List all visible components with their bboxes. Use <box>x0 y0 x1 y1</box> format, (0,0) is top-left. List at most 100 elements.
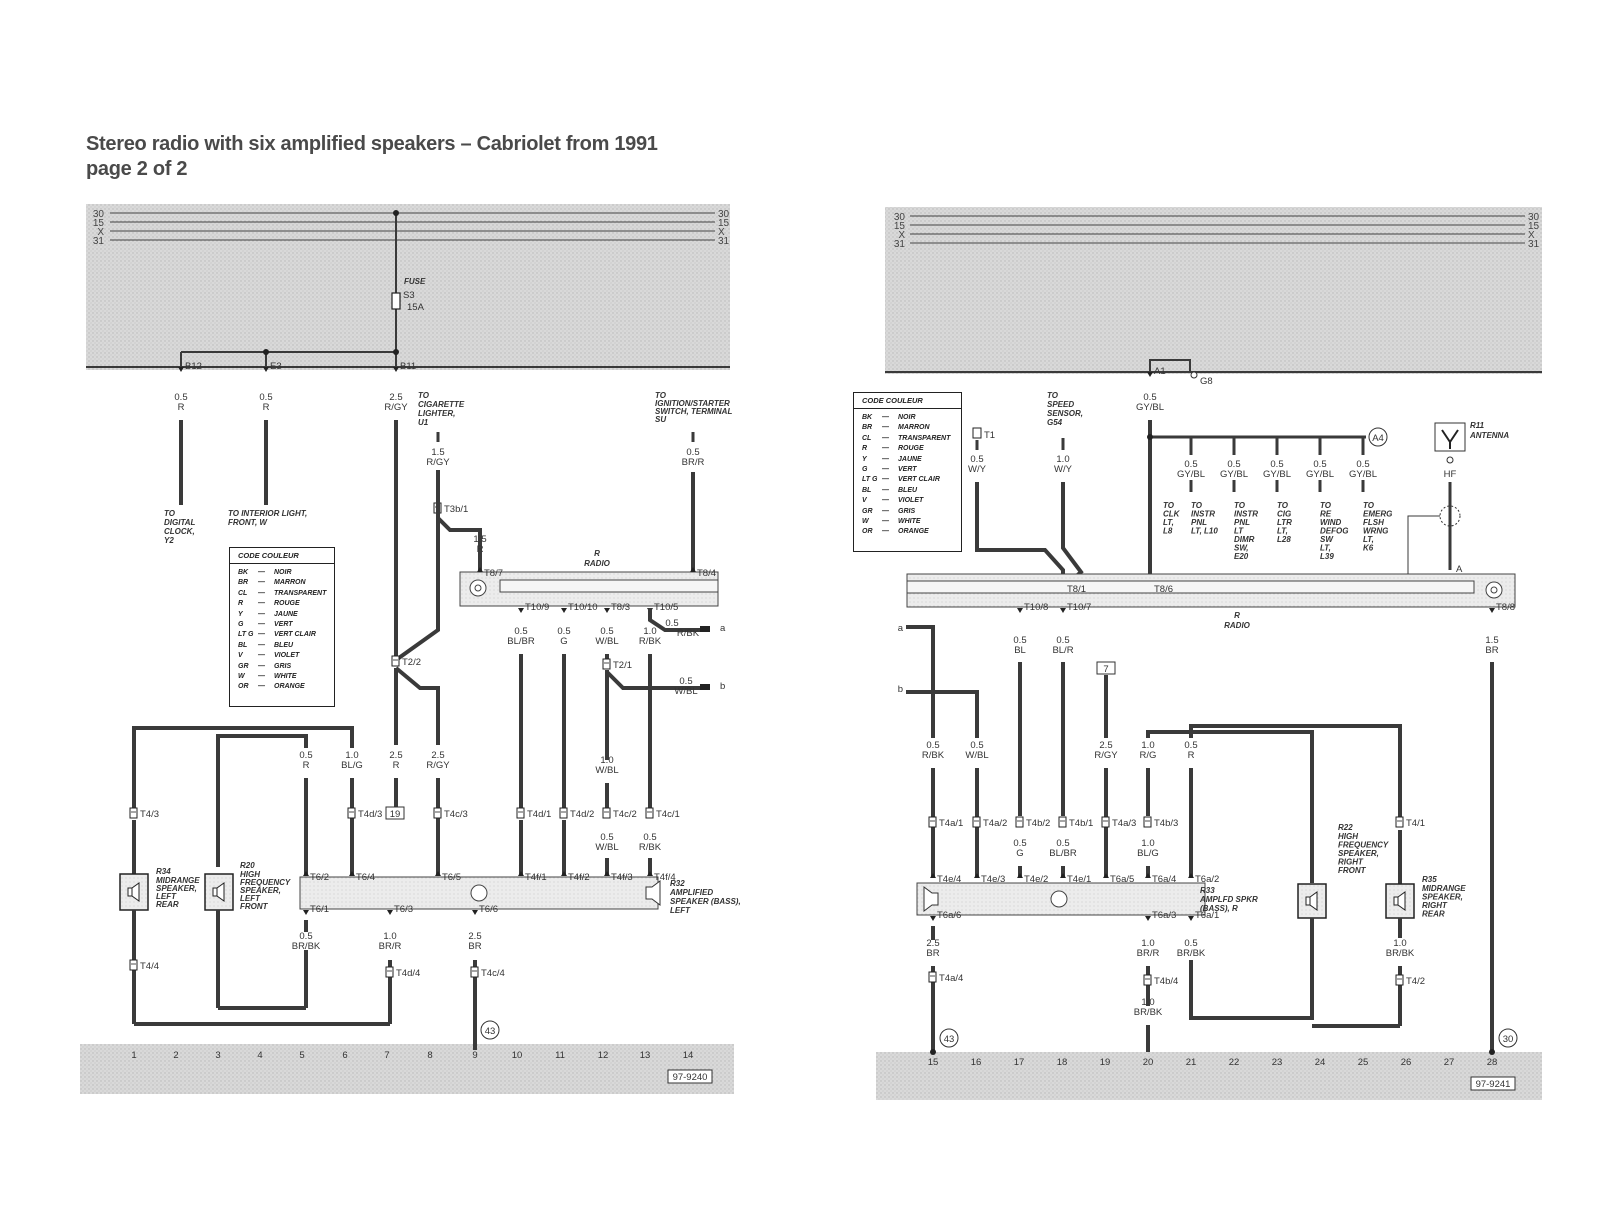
legend-dash: — <box>882 466 889 474</box>
label-line: DIMR <box>1234 535 1255 544</box>
label-line: FREQUENCY <box>1338 841 1389 850</box>
connector-label: T4a/3 <box>1112 818 1136 829</box>
ground-ref-circle <box>939 1028 959 1048</box>
label-line: SPEED <box>1047 400 1074 409</box>
destination-label: R20 <box>240 861 255 870</box>
wire <box>1189 724 1402 818</box>
wire-tag: a <box>898 623 904 634</box>
pin-arrow-icon <box>303 871 309 876</box>
wire <box>648 608 700 632</box>
pin-label: B11 <box>400 361 416 372</box>
wire <box>906 690 979 738</box>
pin-arrow-icon <box>604 871 610 876</box>
wire-size: 0.5 <box>1227 459 1240 470</box>
wire-size: 0.5 <box>679 676 692 687</box>
ground-number: 28 <box>1487 1057 1498 1068</box>
legend-row: BL—BLEU <box>230 641 334 651</box>
ground-number: 19 <box>1100 1057 1111 1068</box>
legend-dash: — <box>882 528 889 536</box>
pin-label: T6/5 <box>442 872 461 883</box>
wire-size: 0.5 <box>557 626 570 637</box>
radio-label: R <box>1234 611 1240 620</box>
connector-icon <box>1395 974 1404 986</box>
legend-name: VIOLET <box>274 652 300 660</box>
label-line: INSTR <box>1191 510 1215 519</box>
wire-size: 0.5 <box>1143 392 1156 403</box>
pin-arrow-icon <box>1060 608 1066 613</box>
connector-label: T4b/3 <box>1154 818 1178 829</box>
wire-color: BL/R <box>1052 645 1073 656</box>
label-line: TO <box>655 391 667 400</box>
legend-dash: — <box>882 497 889 505</box>
wire-color: W/Y <box>1054 464 1073 475</box>
label-line: LT, <box>1320 544 1331 553</box>
wire <box>132 726 354 810</box>
label-line: L8 <box>1163 527 1173 536</box>
label-line: LT, <box>1163 518 1174 527</box>
connector-icon <box>385 966 394 978</box>
connector-icon <box>1015 816 1024 828</box>
radio-knob-center-icon <box>1490 586 1498 594</box>
legend-code: BR <box>238 579 249 587</box>
wire-size: 0.5 <box>1184 740 1197 751</box>
ground-number: 11 <box>555 1050 565 1061</box>
wire-size: 1.0 <box>345 750 358 761</box>
pin-label: T6a/2 <box>1195 874 1219 885</box>
label-line: LT, L10 <box>1191 527 1218 536</box>
wire-color: GY/BL <box>1349 469 1377 480</box>
pin-label: T8/1 <box>1067 584 1086 595</box>
legend-row: V—VIOLET <box>854 496 961 506</box>
wire-color: GY/BL <box>1136 402 1164 413</box>
destination-label: R33 <box>1200 886 1215 895</box>
wire <box>394 666 440 745</box>
bus-label-right: X <box>1528 230 1535 241</box>
pin-arrow-icon <box>561 608 567 613</box>
legend-name: TRANSPARENT <box>898 434 951 442</box>
wire-color: GY/BL <box>1263 469 1291 480</box>
pin-arrow-icon <box>1145 873 1151 878</box>
antenna-ring <box>1446 456 1454 464</box>
connector-icon <box>928 971 937 983</box>
diagram-title: Stereo radio with six amplified speakers… <box>86 132 658 182</box>
radio-label: R <box>594 549 600 558</box>
pin-arrow-icon <box>349 871 355 876</box>
label-line: L28 <box>1277 535 1291 544</box>
legend-name: BLEU <box>898 486 918 494</box>
connector-label: T4b/2 <box>1026 818 1050 829</box>
connector-label: T1 <box>984 430 995 441</box>
label-line: WRNG <box>1363 527 1388 536</box>
legend-dash: — <box>882 414 889 421</box>
diagram-code: 97-9240 <box>673 1072 708 1083</box>
label-line: WIND <box>1320 518 1342 527</box>
antenna-id: R11 <box>1470 421 1485 430</box>
legend-dash: — <box>882 476 889 484</box>
label-line: Y2 <box>164 536 174 545</box>
label-line: PNL <box>1234 518 1250 527</box>
wire-color: BL <box>1014 645 1026 656</box>
wire-size: 0.5 <box>643 832 656 843</box>
pin-arrow-icon <box>974 873 980 878</box>
pin-label: T4e/4 <box>937 874 961 885</box>
bus-label-left: 15 <box>93 218 105 229</box>
connector-icon <box>470 966 479 978</box>
pin-label: T6a/3 <box>1152 910 1176 921</box>
label-line: SWITCH, TERMINAL <box>655 407 732 416</box>
legend-code: V <box>862 497 867 505</box>
label-line: LTR <box>1277 518 1292 527</box>
ground-number: 27 <box>1444 1057 1455 1068</box>
wire-color: R/GY <box>426 760 450 771</box>
connector-icon <box>391 655 400 667</box>
wire <box>975 482 1065 588</box>
pin-arrow-icon <box>561 871 567 876</box>
wire-size: 0.5 <box>1013 635 1026 646</box>
speaker-icon <box>1393 896 1399 906</box>
bus-label-left: X <box>97 227 104 238</box>
connector-icon <box>1395 816 1404 828</box>
label-line: R32 <box>670 879 685 888</box>
